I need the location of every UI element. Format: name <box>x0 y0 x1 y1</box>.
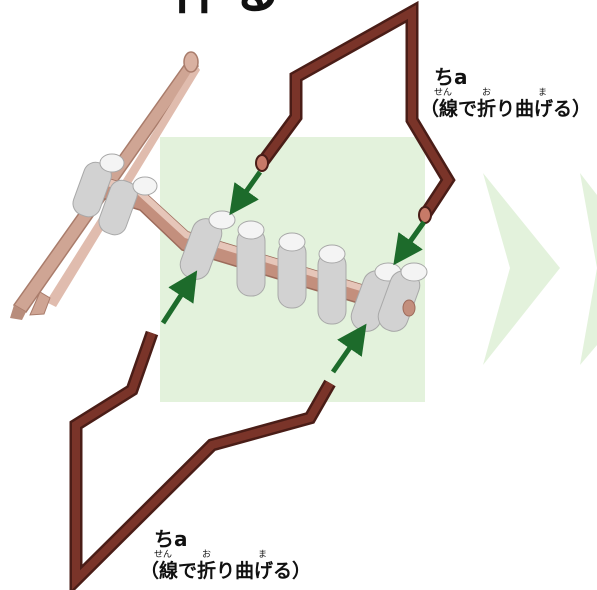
fold-label-top: ちa せん お ま （線で折り曲げる） <box>420 66 591 120</box>
tube-4 <box>317 244 347 325</box>
next-step-chevron-2 <box>580 173 597 365</box>
arrow-bottom-left <box>160 270 198 325</box>
part-code-top: ちa <box>434 65 468 89</box>
part-code-bottom: ちa <box>154 527 188 551</box>
ruby-top-ori: お <box>482 88 492 98</box>
tube-1 <box>179 210 236 280</box>
arrow-top-right <box>393 220 427 266</box>
wire-bottom <box>69 330 336 590</box>
tube-6 <box>377 262 428 332</box>
tube-3 <box>277 232 307 309</box>
tweezer-tubes <box>72 153 158 236</box>
next-step-chevron <box>483 173 560 365</box>
ruby-top: せん お ま <box>420 88 591 98</box>
fold-instruction-top: （線で折り曲げる） <box>420 98 592 120</box>
ruby-bottom-ori: お <box>202 550 212 560</box>
insertion-arrows <box>160 170 427 374</box>
wire-top <box>255 0 456 224</box>
tube-2 <box>236 220 266 297</box>
heading-clipped: 作る <box>170 0 282 22</box>
arrow-bottom-right <box>330 323 367 374</box>
ruby-top-ma: ま <box>538 88 548 98</box>
ruby-bottom: せん お ま <box>140 550 311 560</box>
fold-label-bottom: ちa せん お ま （線で折り曲げる） <box>140 528 311 582</box>
arrow-top-left <box>229 170 263 216</box>
ruby-top-sen: せん <box>434 88 453 98</box>
ruby-bottom-sen: せん <box>154 550 173 560</box>
fold-instruction-bottom: （線で折り曲げる） <box>140 560 312 582</box>
rod-tubes <box>179 210 428 332</box>
ruby-bottom-ma: ま <box>258 550 268 560</box>
